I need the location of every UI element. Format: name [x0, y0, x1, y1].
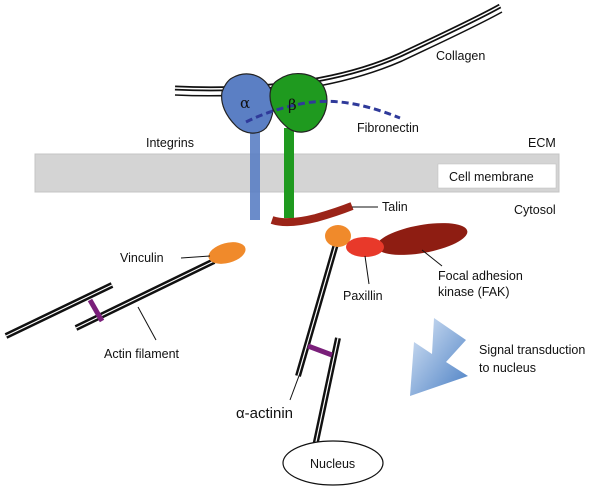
- fak-protein: [376, 223, 468, 255]
- nucleus: [282, 440, 384, 486]
- beta-integrin-stalk: [284, 128, 294, 218]
- signal-label-line2: to nucleus: [479, 361, 536, 375]
- actin-crosslink: [87, 298, 105, 323]
- paxillin-orange: [325, 225, 351, 247]
- vinculin-label: Vinculin: [120, 251, 164, 265]
- alpha-integrin-head: [221, 73, 275, 134]
- actin-filament-left: [4, 282, 114, 339]
- alpha-actinin-label: α-actinin: [236, 405, 293, 422]
- alpha-actinin-leader: [289, 356, 307, 401]
- talin-label: Talin: [382, 200, 408, 214]
- alpha-symbol: α: [240, 94, 250, 112]
- vinculin-leader: [180, 255, 211, 259]
- signal-label-line1: Signal transduction: [479, 343, 585, 357]
- beta-symbol: β: [288, 96, 297, 114]
- fak-label-line2: kinase (FAK): [438, 285, 510, 299]
- actin-filament-label: Actin filament: [104, 347, 180, 361]
- fibronectin-strand: [245, 99, 401, 124]
- cell-membrane-label: Cell membrane: [449, 170, 534, 184]
- talin: [270, 202, 354, 227]
- paxillin-leader: [364, 255, 370, 285]
- integrins-label: Integrins: [146, 136, 194, 150]
- collagen-label: Collagen: [436, 49, 485, 63]
- signal-arrow: [410, 318, 468, 396]
- paxillin-protein: [346, 237, 384, 257]
- fibronectin-label: Fibronectin: [357, 121, 419, 135]
- nucleus-label: Nucleus: [310, 457, 355, 471]
- cytosol-label: Cytosol: [514, 203, 556, 217]
- cell-membrane-label-box: [437, 163, 557, 189]
- alpha-actinin-crosslink: [307, 343, 333, 358]
- alpha-integrin-stalk: [250, 128, 260, 220]
- vinculin-protein: [208, 242, 246, 264]
- ecm-label: ECM: [528, 136, 556, 150]
- fak-label-line1: Focal adhesion: [438, 269, 523, 283]
- fak-leader: [421, 249, 443, 267]
- actin-leader: [137, 306, 157, 341]
- actin-filament-upper: [295, 243, 339, 377]
- paxillin-label: Paxillin: [343, 289, 383, 303]
